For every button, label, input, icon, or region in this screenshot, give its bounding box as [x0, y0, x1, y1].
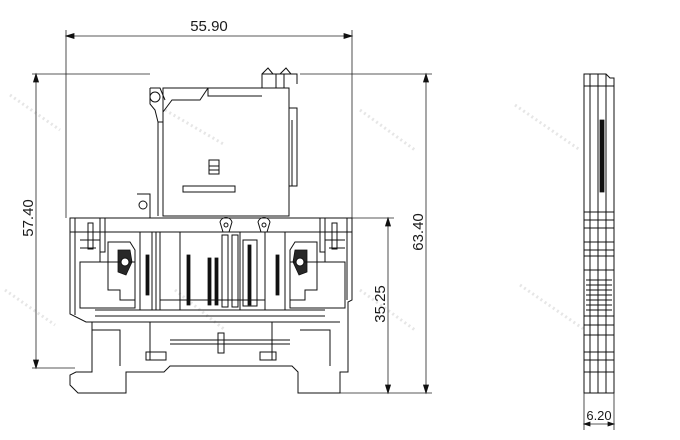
dimension-height-right: 63.40	[300, 72, 432, 395]
dimension-total-width: 55.90	[64, 18, 354, 218]
height-right-label: 63.40	[410, 213, 427, 251]
height-left-label: 57.40	[20, 199, 37, 237]
width-label: 55.90	[190, 18, 228, 35]
side-view-grip	[586, 279, 612, 311]
terminal-block-side-view	[583, 73, 615, 394]
dimension-height-inner: 35.25	[352, 216, 394, 395]
watermark	[4, 93, 586, 332]
side-depth-label: 6.20	[586, 408, 611, 423]
terminal-block-front-view	[69, 67, 353, 394]
dimension-side-depth: 6.20	[582, 393, 616, 430]
dimension-height-left: 57.40	[20, 72, 150, 370]
height-inner-label: 35.25	[372, 285, 389, 323]
